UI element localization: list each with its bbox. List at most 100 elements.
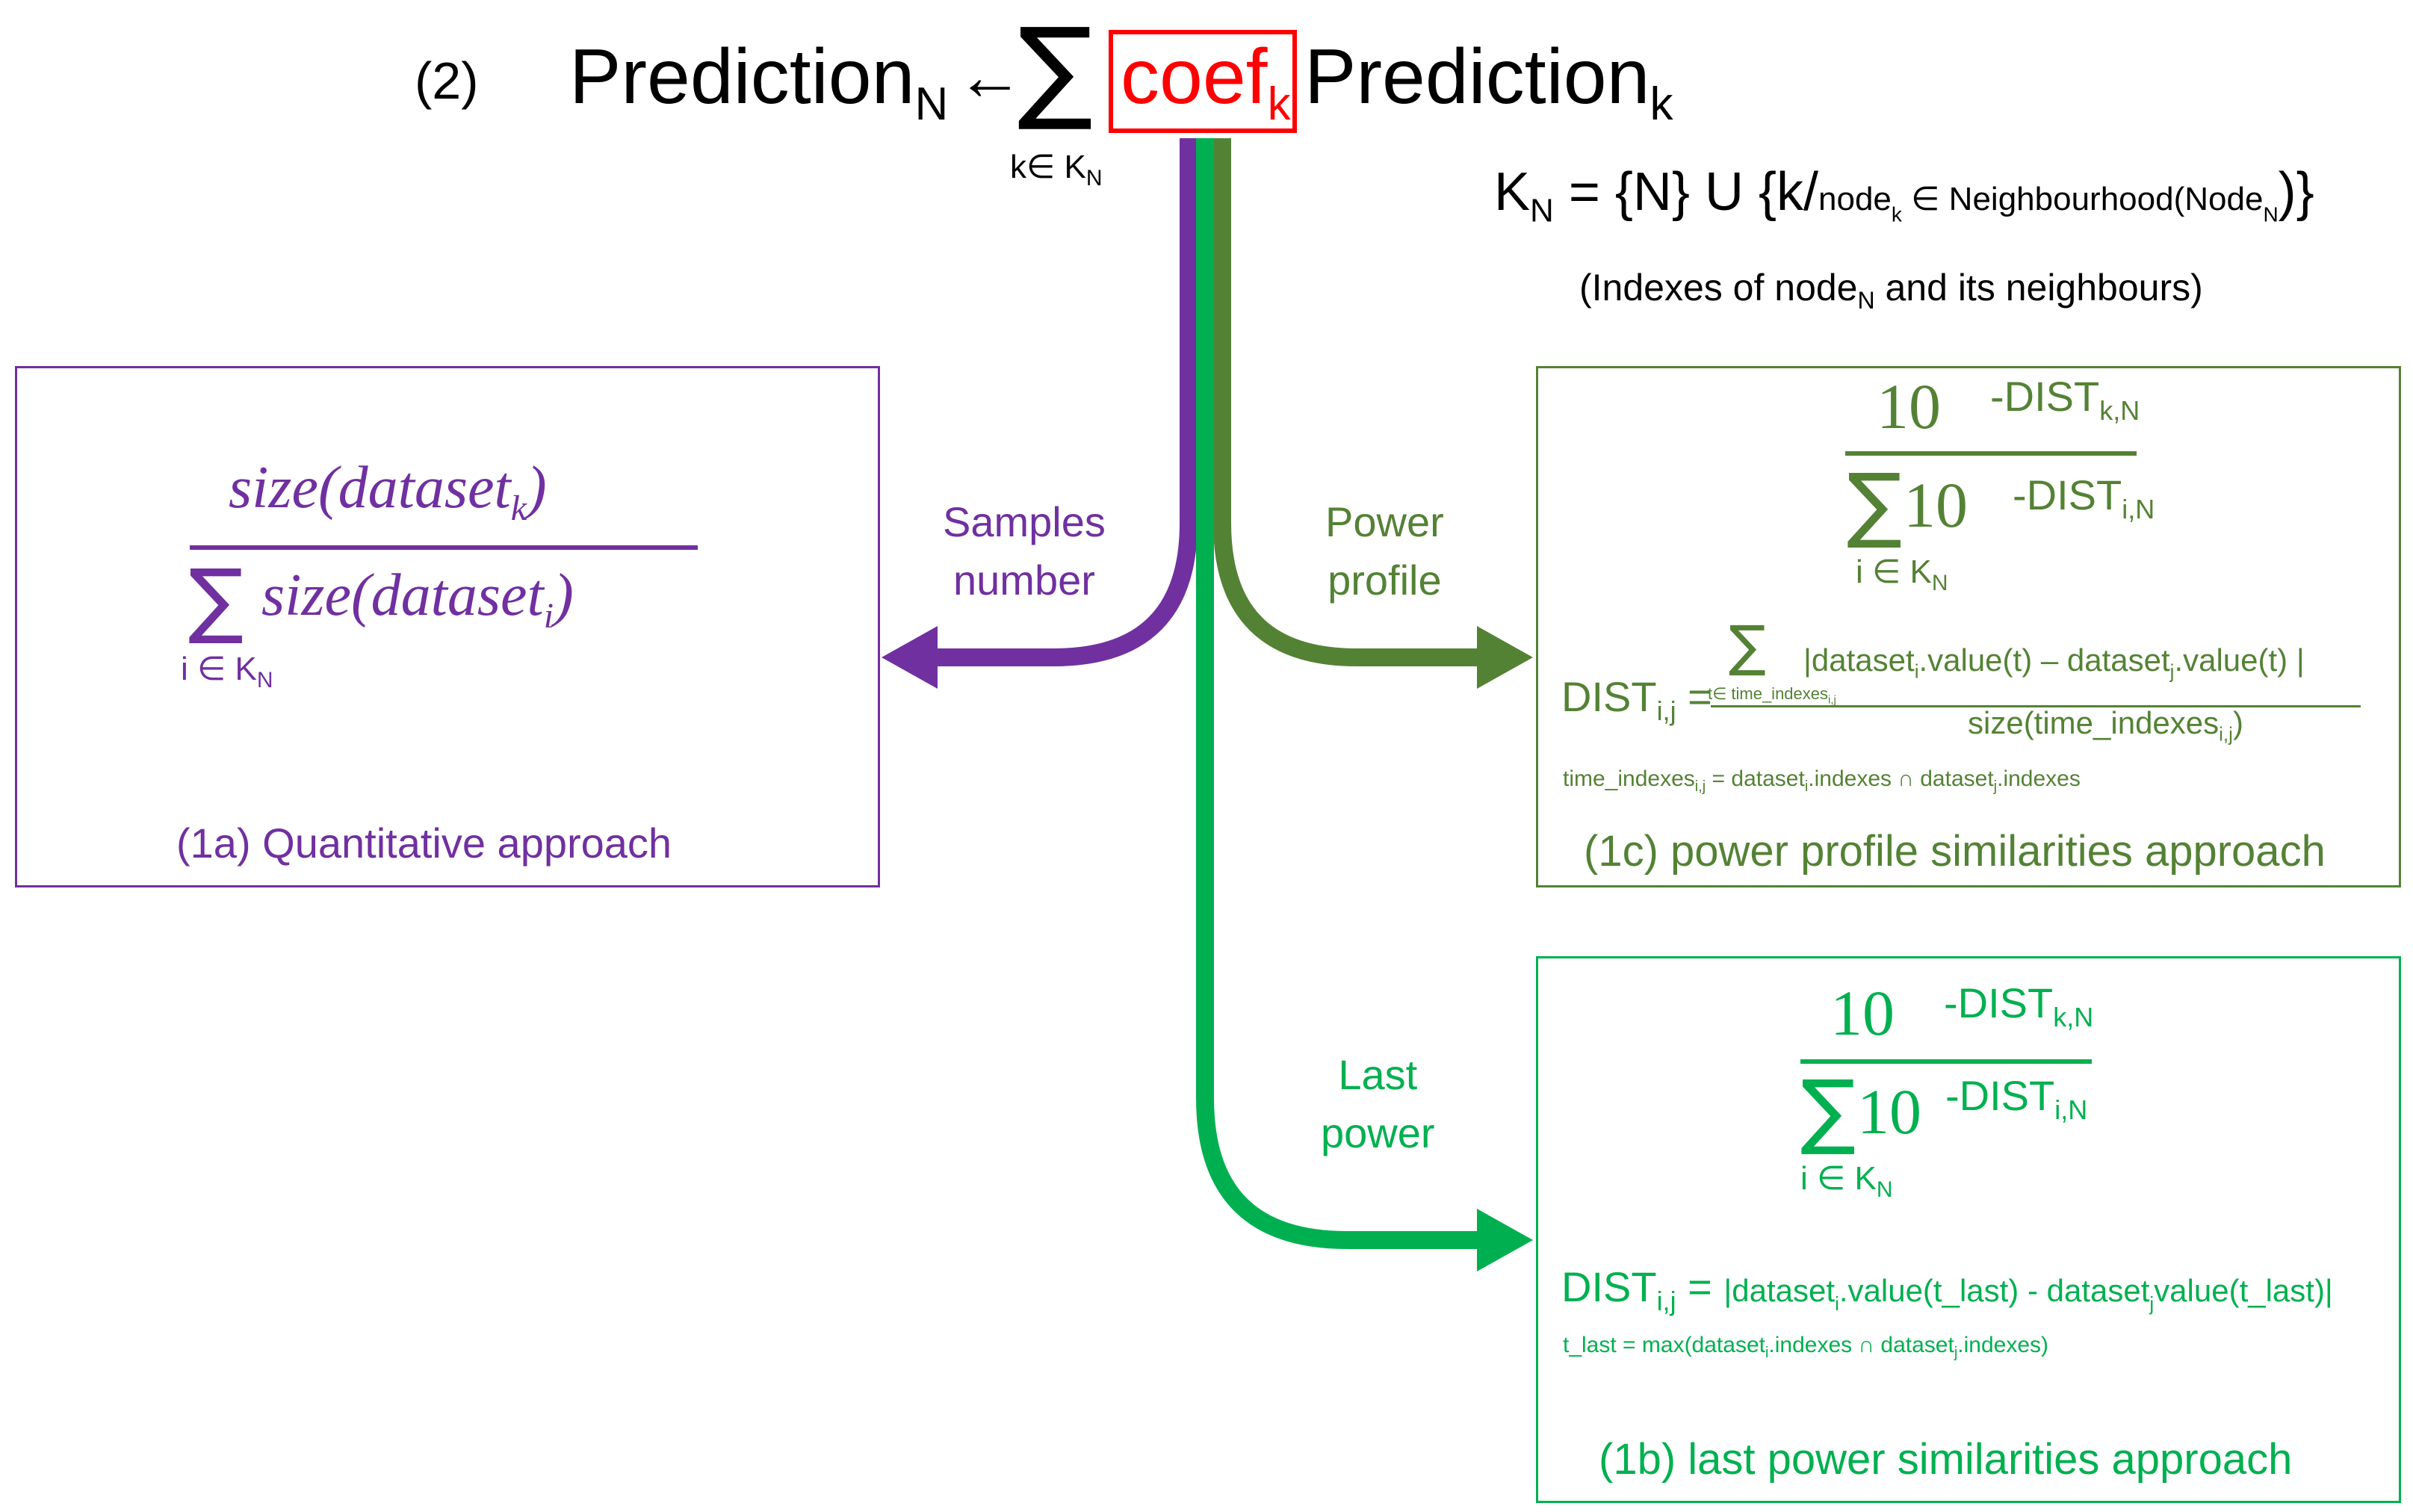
box-1b-num-exponent: -DISTk,N bbox=[1944, 979, 2093, 1031]
last-power-label: Last power bbox=[1321, 1046, 1435, 1162]
box-1b-den-exponent: -DISTi,N bbox=[1945, 1071, 2087, 1124]
box-1a-idx-sub: N bbox=[256, 667, 273, 693]
box-1c-den-size-close: ) bbox=[2232, 705, 2243, 740]
power-profile-label-line-1: Power bbox=[1325, 498, 1444, 545]
box-1c-den-base: 10 bbox=[1904, 469, 1968, 541]
last-power-branch-line bbox=[1196, 138, 1479, 1249]
box-1c-dist-sub: i,j bbox=[1656, 695, 1676, 727]
box-1b-idx-sub: N bbox=[1876, 1177, 1893, 1202]
box-1c-sum-index: i ∈ KN bbox=[1856, 553, 1948, 594]
box-1c-num-base: 10 bbox=[1877, 371, 1941, 442]
power-profile-branch-arrowhead bbox=[1477, 626, 1533, 689]
box-1c-time-indexes-definition: time_indexesi,j = dataseti.indexes ∩ dat… bbox=[1563, 766, 2081, 795]
box-1b-num-exp-sub: k,N bbox=[2053, 1002, 2094, 1033]
box-1a-den-close: ) bbox=[554, 563, 574, 628]
box-1c-ti-part-2: = dataset bbox=[1706, 766, 1805, 791]
box-1c-den-exp-text: -DIST bbox=[2013, 471, 2122, 518]
box-1b-expr-part-3: value(t_last)| bbox=[2154, 1273, 2333, 1308]
k-symbol: K bbox=[1494, 162, 1531, 222]
last-power-branch-arrowhead bbox=[1477, 1209, 1533, 1271]
box-1b-tl-part-1: t_last = max(dataset bbox=[1563, 1333, 1765, 1357]
samples-branch-line bbox=[934, 138, 1198, 666]
box-1b-expr-sub-i: i bbox=[1835, 1292, 1839, 1316]
power-profile-label: Power profile bbox=[1325, 493, 1444, 610]
box-1a-num-text: size(dataset bbox=[229, 455, 511, 521]
box-1a-num-sub: k bbox=[510, 489, 527, 528]
box-1b-fraction-bar bbox=[1800, 1059, 2092, 1064]
box-1a-caption: (1a) Quantitative approach bbox=[176, 819, 672, 867]
set-equation: = {N} U {k/ bbox=[1553, 162, 1819, 222]
set-close: )} bbox=[2278, 162, 2314, 222]
samples-label-line-2: number bbox=[953, 557, 1095, 604]
box-1c-inner-idx-sub: i,j bbox=[1828, 693, 1836, 707]
coef-highlight-box bbox=[1109, 30, 1297, 133]
box-1b-tl-sub-j: j bbox=[1954, 1345, 1958, 1361]
box-1c-idx-sub: N bbox=[1931, 570, 1948, 595]
box-1b-den-exp-sub: i,N bbox=[2054, 1094, 2088, 1126]
box-1c-dist-denominator: size(time_indexesi,j) bbox=[1968, 705, 2243, 743]
samples-label-line-1: Samples bbox=[943, 498, 1106, 545]
prediction-n-text: Prediction bbox=[569, 34, 915, 120]
note-sub: N bbox=[1857, 287, 1875, 314]
prediction-k: Predictionk bbox=[1304, 33, 1673, 127]
box-1c-expr-sub-j: j bbox=[2169, 660, 2175, 683]
samples-branch-arrowhead bbox=[882, 626, 938, 689]
box-1b-dist-eq: = bbox=[1676, 1263, 1724, 1310]
box-1c-expr-part-2: .value(t) – dataset bbox=[1918, 642, 2170, 678]
k-sub: N bbox=[1530, 192, 1554, 229]
box-1b-expr-sub-j: j bbox=[2149, 1292, 2155, 1316]
note-pre: (Indexes of node bbox=[1579, 267, 1858, 309]
box-1c-ti-sub-i: i bbox=[1804, 778, 1809, 795]
box-1b-dist-text: DIST bbox=[1561, 1263, 1657, 1310]
node-text: node bbox=[1818, 181, 1892, 217]
box-1c-den-size-sub: i,j bbox=[2219, 722, 2233, 746]
equation-number: (2) bbox=[415, 52, 479, 110]
samples-number-label: Samples number bbox=[943, 493, 1106, 610]
coef-text: coef bbox=[1121, 34, 1268, 120]
box-1c-dist-lhs: DISTi,j = bbox=[1561, 672, 1712, 725]
box-1b-expr-part-1: |dataset bbox=[1723, 1273, 1836, 1308]
box-1c-ti-sub-j: j bbox=[1993, 778, 1998, 795]
box-1a-den-text: size(dataset bbox=[261, 563, 544, 628]
box-1c-ti-part-3: .indexes ∩ dataset bbox=[1808, 766, 1994, 791]
box-1c-inner-sum-index: t∈ time_indexesi,j bbox=[1708, 684, 1836, 707]
box-1b-tl-part-3: .indexes) bbox=[1957, 1333, 2048, 1357]
box-1b-t-last-definition: t_last = max(dataseti.indexes ∩ datasetj… bbox=[1563, 1333, 2048, 1361]
box-1a-sum-index: i ∈ KN bbox=[181, 650, 273, 691]
last-power-approach-box bbox=[1536, 956, 2401, 1503]
power-profile-label-line-2: profile bbox=[1328, 557, 1442, 604]
power-profile-approach-box bbox=[1536, 366, 2401, 887]
box-1b-sum-symbol: ∑ bbox=[1800, 1062, 1856, 1158]
box-1c-ti-part-4: .indexes bbox=[1997, 766, 2081, 791]
neighbourhood-definition: KN = {N} U {k/nodek ∈ Neighbourhood(Node… bbox=[1494, 161, 2314, 227]
node-sub: k bbox=[1891, 202, 1902, 226]
box-1b-tl-sub-i: i bbox=[1765, 1345, 1769, 1361]
box-1a-den-sub: i bbox=[543, 596, 554, 636]
box-1c-inner-sum-expression: |dataseti.value(t) – datasetj.value(t) | bbox=[1803, 642, 2305, 681]
box-1c-den-exponent: -DISTi,N bbox=[2013, 471, 2155, 523]
box-1c-dist-eq: = bbox=[1676, 673, 1712, 720]
sum-index: k∈ KN bbox=[1010, 148, 1103, 189]
box-1c-inner-idx-text: t∈ time_indexes bbox=[1708, 684, 1829, 703]
box-1b-caption: (1b) last power similarities approach bbox=[1599, 1435, 2293, 1484]
box-1b-num-exp-text: -DIST bbox=[1944, 979, 2054, 1026]
power-profile-branch-line bbox=[1213, 138, 1479, 666]
box-1c-idx-text: i ∈ K bbox=[1856, 554, 1932, 590]
box-1c-num-exp-text: -DIST bbox=[1990, 373, 2100, 420]
assign-arrow: ← bbox=[956, 40, 1023, 114]
last-power-label-line-2: power bbox=[1321, 1109, 1435, 1156]
box-1c-ti-sub: i,j bbox=[1694, 778, 1706, 795]
note-post: and its neighbours) bbox=[1874, 267, 2203, 309]
box-1a-numerator: size(datasetk) bbox=[229, 454, 547, 527]
box-1b-idx-text: i ∈ K bbox=[1800, 1160, 1877, 1197]
prediction-n: PredictionN bbox=[569, 33, 948, 127]
box-1c-den-exp-sub: i,N bbox=[2122, 494, 2155, 525]
box-1c-expr-part-1: |dataset bbox=[1803, 642, 1915, 678]
coef-sub: k bbox=[1267, 78, 1291, 130]
box-1b-dist-sub: i,j bbox=[1656, 1286, 1676, 1317]
prediction-k-text: Prediction bbox=[1304, 34, 1650, 120]
last-power-label-line-1: Last bbox=[1338, 1051, 1418, 1098]
box-1b-sum-index: i ∈ KN bbox=[1800, 1159, 1893, 1200]
neighbourhood-sub: N bbox=[2263, 202, 2279, 226]
sum-symbol: ∑ bbox=[1017, 4, 1094, 134]
